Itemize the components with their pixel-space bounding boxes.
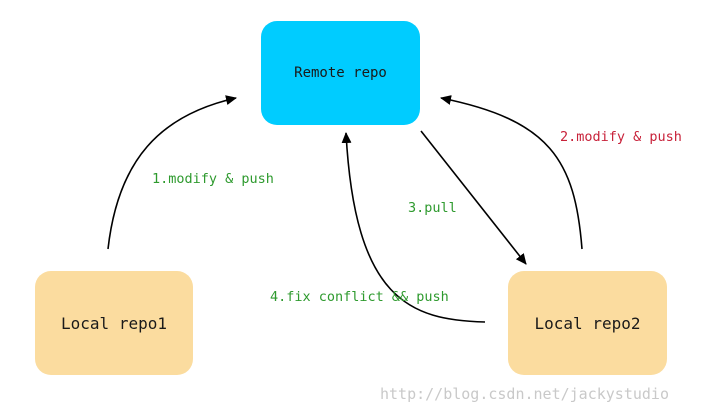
edge-label-modify-push-2: 2.modify & push xyxy=(560,129,682,145)
local-repo2-node: Local repo2 xyxy=(508,271,667,375)
local-repo2-label: Local repo2 xyxy=(534,313,641,333)
edge-label-modify-push-1: 1.modify & push xyxy=(152,171,274,187)
arrow-local2-to-remote xyxy=(440,95,583,250)
edge-label-pull: 3.pull xyxy=(408,200,457,216)
local-repo1-label: Local repo1 xyxy=(61,313,167,333)
local-repo1-node: Local repo1 xyxy=(35,271,193,375)
watermark-text: http://blog.csdn.net/jackystudio xyxy=(380,385,669,403)
arrow-local2-fix-to-remote xyxy=(341,132,486,323)
remote-repo-node: Remote repo xyxy=(261,21,420,125)
edge-label-fix-conflict-push: 4.fix conflict && push xyxy=(270,289,449,305)
arrow-local1-to-remote xyxy=(107,95,237,250)
arrow-remote-to-local2 xyxy=(420,130,527,265)
remote-repo-label: Remote repo xyxy=(294,65,387,81)
